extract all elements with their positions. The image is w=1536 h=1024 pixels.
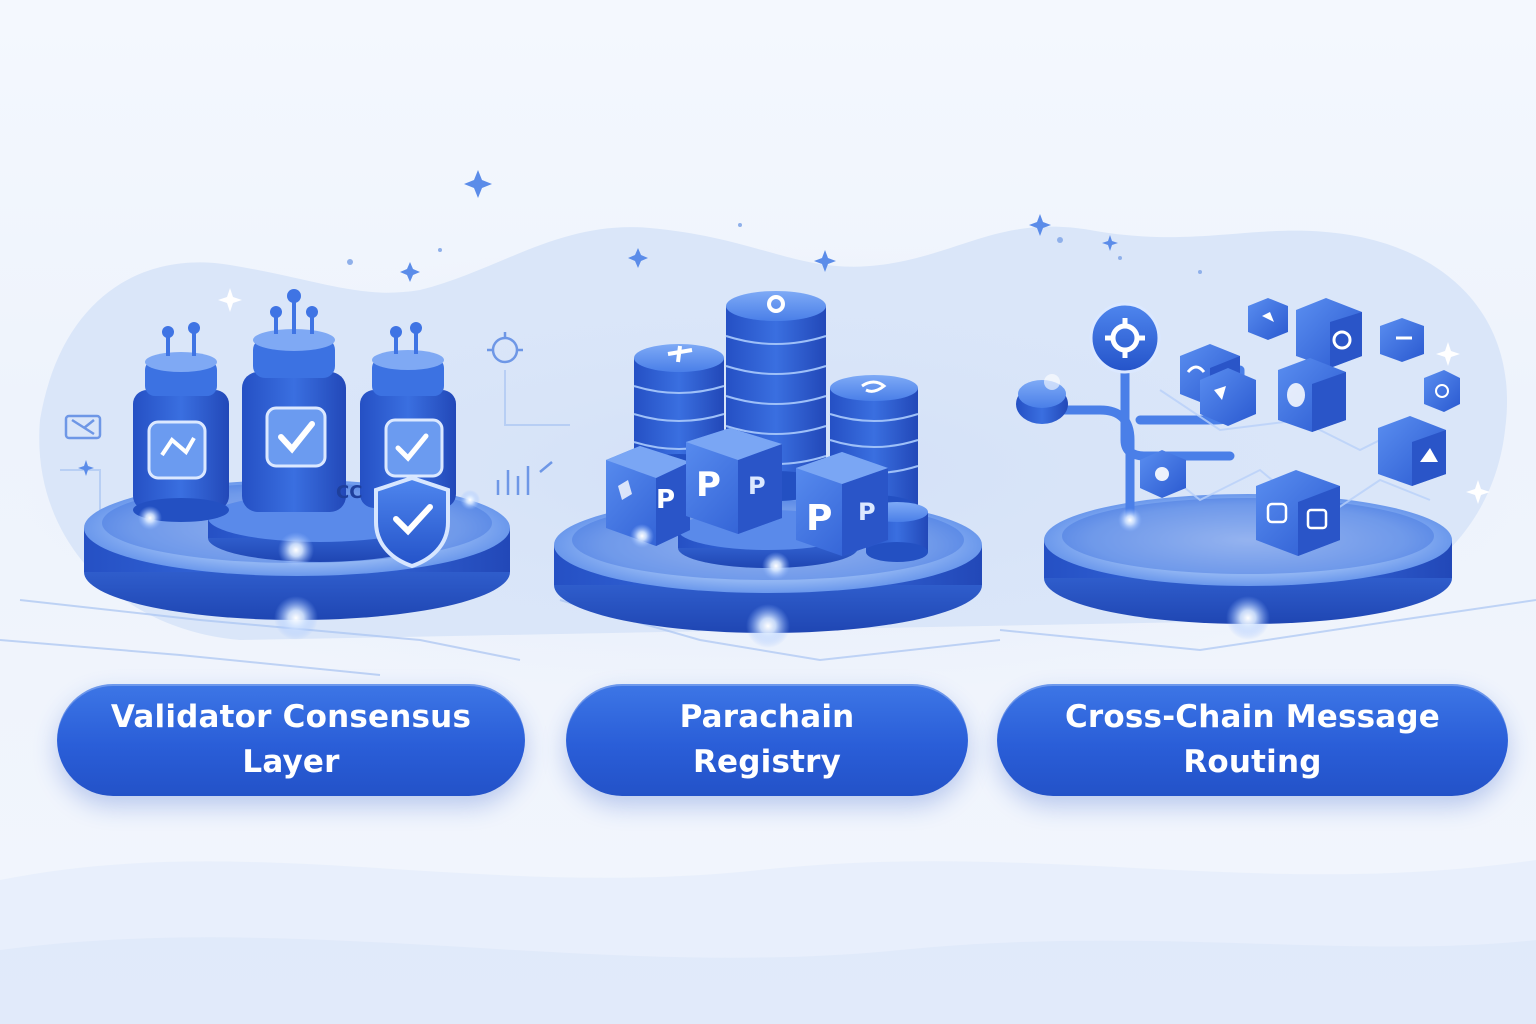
svg-text:P: P: [858, 498, 876, 526]
svg-text:P: P: [656, 485, 675, 515]
label-line: Layer: [242, 744, 340, 780]
cross-chain-message-routing-label: Cross-Chain Message Routing: [997, 684, 1508, 796]
cross-chain-routing-icon: [1016, 298, 1460, 640]
parachain-registry-label: Parachain Registry: [566, 684, 968, 796]
consensus-label-fragment: CC: [336, 482, 362, 503]
floating-mini-icons: [64, 332, 553, 495]
validator-consensus-layer-label: Validator Consensus Layer: [57, 684, 525, 796]
svg-text:P: P: [696, 465, 721, 505]
label-line: Routing: [1183, 744, 1322, 780]
sparkles: [78, 170, 1118, 476]
label-line: Cross-Chain Message: [1064, 699, 1441, 735]
label-line: Validator Consensus: [110, 699, 472, 735]
label-line: Registry: [692, 744, 842, 780]
label-line: Parachain: [679, 699, 855, 735]
parachain-registry-icon: P P P P P: [554, 291, 982, 648]
validator-consensus-icon: CC: [84, 289, 510, 640]
svg-text:P: P: [748, 472, 766, 500]
svg-text:P: P: [806, 498, 832, 539]
